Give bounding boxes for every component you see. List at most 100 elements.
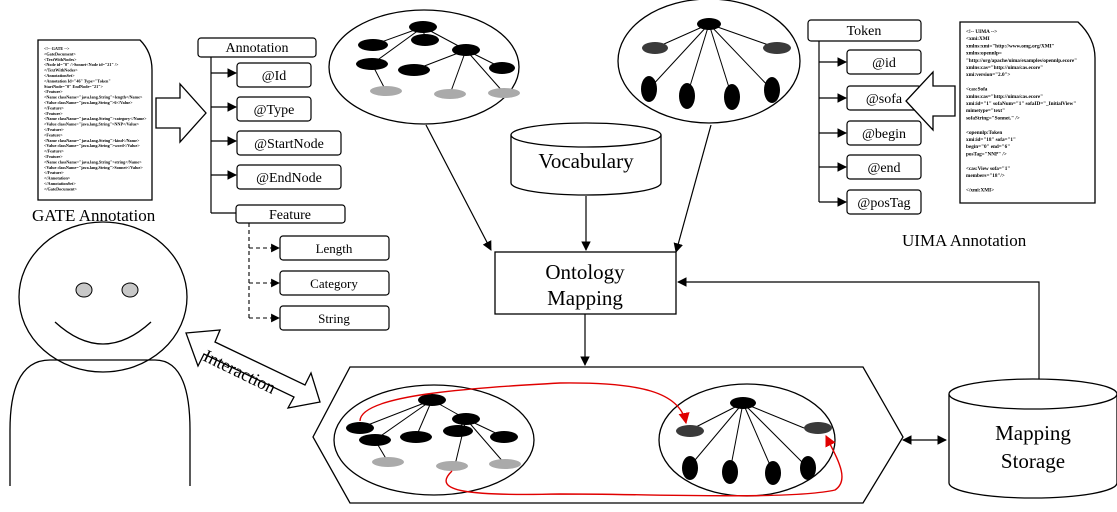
gate-input-arrow	[155, 82, 207, 144]
uima-doc-line: xmi:version="2.0">	[966, 72, 1010, 78]
graph-node	[730, 397, 756, 409]
gate-feature-child-label: Category	[310, 276, 358, 291]
uima-doc-line: xmlns:cas="http://uima/cas.ecore"	[966, 94, 1043, 100]
gate-feature-child-node	[279, 305, 390, 331]
gate-doc-line: <Feature>	[44, 89, 63, 94]
gate-doc-line: <TextWithNodes>	[44, 57, 77, 62]
mapping-result-container	[312, 366, 904, 504]
gate-doc-line: </Feature>	[44, 127, 64, 132]
graph-node	[418, 394, 446, 406]
graph-node	[724, 84, 740, 110]
gate-annotation-tree: Annotation @Id @Type @StartNode @EndNode…	[197, 37, 390, 331]
graph-node-dark	[676, 425, 704, 437]
gate-attr-label: @StartNode	[254, 137, 324, 152]
gate-doc-line: <AnnotationSet>	[44, 73, 75, 78]
uima-doc-line: </xmi:XMI>	[966, 187, 994, 193]
gate-attr-node	[236, 130, 342, 156]
gate-doc-line: <Value className="java.lang.String">NNP<…	[44, 122, 140, 127]
uima-doc-line: <cas:Sofa	[966, 87, 988, 93]
gate-doc-line: <Value className="java.lang.String">6</V…	[44, 100, 133, 105]
uima-annotation-tree: Token @id @sofa @begin @end @posTag	[807, 19, 922, 215]
uima-doc-line: xmlns:cas="http://uima/cas.ecore"	[966, 65, 1043, 71]
gate-doc-line: <Annotation Id="46" Type="Token"	[44, 78, 111, 83]
graph-node	[452, 44, 480, 56]
uima-doc-line: mimetype="text"	[966, 108, 1005, 114]
graph-node	[411, 34, 439, 46]
graph-node	[641, 76, 657, 102]
uima-doc-line: xmi:id="18" sofa="1"	[966, 137, 1016, 143]
gate-root-label: Annotation	[226, 41, 289, 56]
gate-doc-line: <Node id="0" />Sonnet<Node id="21" />	[44, 62, 119, 67]
gate-annotation-label: GATE Annotation	[32, 206, 156, 225]
user-face	[18, 221, 188, 373]
graph-node	[452, 413, 480, 425]
uima-attr-node	[846, 49, 922, 75]
graph-node	[765, 461, 781, 485]
vocabulary-label: Vocabulary	[538, 149, 634, 173]
graph-node	[722, 460, 738, 484]
graph-node-grey	[370, 86, 402, 96]
uima-attr-label: @begin	[862, 127, 906, 142]
uima-annotation-label: UIMA Annotation	[902, 231, 1027, 250]
interaction-arrow: Interaction	[185, 329, 321, 409]
vocabulary-database: Vocabulary	[510, 122, 662, 196]
uima-doc-line: xmlns:opennlp=	[966, 51, 1002, 57]
gate-doc-line: <Name className="java.lang.String">lengt…	[44, 95, 143, 100]
user-figure	[9, 221, 191, 486]
gate-doc-line: </AnnotationSet>	[44, 181, 76, 186]
uima-document-icon: <!-- UIMA --><xmi:XMIxmlns:xmi="http://w…	[959, 21, 1096, 204]
uima-doc-line: xmi:id="1" sofaNum="1" sofaID="_InitialV…	[966, 101, 1076, 107]
gate-doc-line: </Feature>	[44, 149, 64, 154]
graph-node	[682, 456, 698, 480]
uima-root-label: Token	[847, 24, 882, 39]
gate-doc-line: <Feature>	[44, 132, 63, 137]
graph-node-grey	[436, 461, 468, 471]
uima-doc-line: <xmi:XMI	[966, 36, 990, 42]
mapped-gate-graph	[333, 384, 535, 496]
graph-node	[358, 39, 388, 51]
gate-doc-line: </Feature>	[44, 105, 64, 110]
gate-feature-child-node	[279, 270, 390, 296]
gate-attr-node	[236, 164, 342, 190]
graph-node-dark	[642, 42, 668, 54]
gate-doc-line: <Feature>	[44, 111, 63, 116]
uima-doc-line: posTag="NNP" />	[966, 151, 1007, 157]
gate-doc-line: <Value className="java.lang.String">word…	[44, 143, 140, 148]
uima-attr-label: @id	[872, 56, 896, 71]
ontology-mapping-box: Ontology Mapping	[494, 251, 677, 315]
uima-attr-node	[846, 120, 922, 146]
gate-attr-label: @EndNode	[256, 171, 322, 186]
gate-root-node	[197, 37, 317, 58]
graph-node	[489, 62, 515, 74]
graph-node-dark	[804, 422, 832, 434]
uima-doc-line: <opennlp:Token	[966, 130, 1002, 136]
graph-node-dark	[763, 42, 791, 54]
uima-doc-line: begin="0" end="6"	[966, 144, 1010, 150]
ontology-mapping-label-1: Ontology	[545, 260, 625, 284]
gate-document-icon: <!-- GATE --><GateDocument><TextWithNode…	[37, 39, 153, 201]
gate-attr-label: @Type	[254, 103, 295, 118]
gate-attr-node	[236, 62, 312, 88]
mapping-link-bottom	[445, 434, 843, 497]
user-eye	[121, 282, 139, 298]
gate-feature-node	[235, 204, 346, 224]
graph-node	[346, 422, 374, 434]
gate-feature-child-node	[279, 235, 390, 261]
gate-doc-line: </Annotation>	[44, 176, 71, 181]
uima-input-arrow	[905, 70, 956, 132]
gate-doc-line: </TextWithNodes>	[44, 68, 78, 73]
gate-attr-label: @Id	[262, 69, 287, 84]
uima-ontology-graph	[617, 0, 801, 124]
gate-feature-child-label: String	[318, 311, 350, 326]
graph-node	[398, 64, 430, 76]
gate-doc-line: <GateDocument>	[44, 51, 76, 56]
user-smile	[54, 321, 152, 345]
gate-doc-line: </Feature>	[44, 170, 64, 175]
graph-node	[359, 434, 391, 446]
uima-attr-label: @end	[867, 161, 900, 176]
uima-root-node	[807, 19, 922, 42]
graph-node-grey	[489, 459, 521, 469]
uima-doc-line: <cas:View sofa="1"	[966, 166, 1010, 172]
graph-node	[443, 425, 473, 437]
uima-doc-line: sofaString="Sonnet." />	[966, 115, 1020, 121]
